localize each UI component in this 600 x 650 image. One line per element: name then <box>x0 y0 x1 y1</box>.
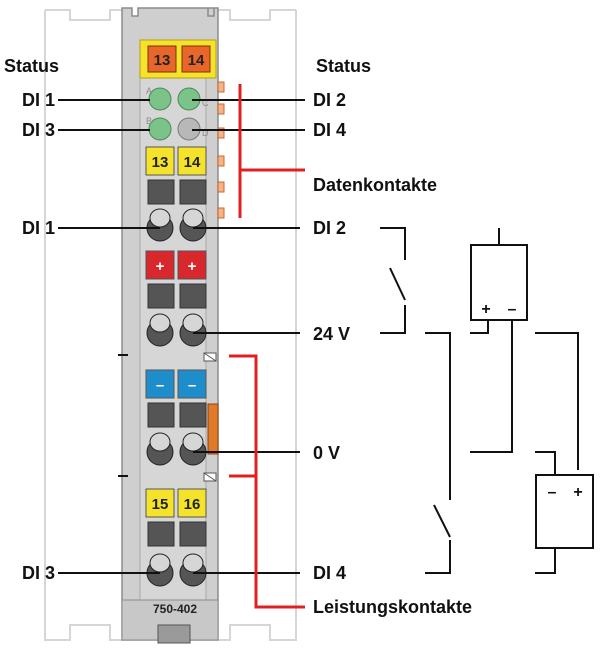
supply-plus: + <box>573 484 582 501</box>
tag-minus-left: – <box>156 377 164 394</box>
datenkontakte-bracket <box>238 84 305 218</box>
din-rail-frame <box>44 9 297 641</box>
power-marker-1-cross <box>203 352 217 362</box>
top-tag-right: 14 <box>188 52 205 69</box>
release-buttons-2 <box>147 283 207 309</box>
tag-row-plus <box>145 250 207 280</box>
sensor-minus: – <box>508 301 517 318</box>
leader-lines <box>58 99 305 574</box>
status-left-label: Status <box>4 56 59 76</box>
top-marker-strip <box>139 39 217 79</box>
datenkontakte-label: Datenkontakte <box>313 175 437 195</box>
release-buttons-3 <box>147 402 207 428</box>
sensor-plus: + <box>481 301 490 318</box>
tag-row-b <box>145 488 207 518</box>
sensor-device <box>470 228 528 321</box>
led-di1 <box>148 87 172 111</box>
led-label-c: C <box>202 98 209 108</box>
power-marker-2-cross <box>203 472 217 482</box>
di1-connector-label: DI 1 <box>22 218 55 238</box>
supply-minus: – <box>548 484 557 501</box>
model-number: 750-402 <box>153 602 197 616</box>
di3-connector-label: DI 3 <box>22 563 55 583</box>
tag-13: 13 <box>152 154 169 171</box>
power-supply-device <box>535 474 594 549</box>
supply-24v-label: 24 V <box>313 324 350 344</box>
data-contacts <box>217 81 225 219</box>
di4-connector-label: DI 4 <box>313 563 346 583</box>
leistungskontakte-label: Leistungskontakte <box>313 597 472 617</box>
status-right-label: Status <box>316 56 371 76</box>
di2-led-label: DI 2 <box>313 90 346 110</box>
tag-plus-right: + <box>188 258 197 275</box>
led-label-d: D <box>202 128 209 138</box>
di3-led-label: DI 3 <box>22 120 55 140</box>
tag-minus-right: – <box>188 377 196 394</box>
status-leds <box>148 87 201 141</box>
terminal-clamps-3 <box>146 432 207 466</box>
tag-16: 16 <box>184 496 201 513</box>
tag-plus-left: + <box>156 258 165 275</box>
leistungskontakte-bracket <box>229 354 305 609</box>
external-circuit <box>380 227 579 574</box>
supply-0v-label: 0 V <box>313 443 340 463</box>
tag-row-minus <box>145 369 207 399</box>
tag-14: 14 <box>184 154 201 171</box>
top-tag-left: 13 <box>154 52 171 69</box>
release-buttons-1 <box>147 179 207 205</box>
di1-led-label: DI 1 <box>22 90 55 110</box>
tag-15: 15 <box>152 496 169 513</box>
release-buttons-4 <box>147 521 207 547</box>
power-contact <box>207 403 219 455</box>
led-label-b: B <box>146 116 152 126</box>
led-di3 <box>148 117 172 141</box>
di2-connector-label: DI 2 <box>313 218 346 238</box>
tag-row-a <box>145 146 207 176</box>
led-label-a: A <box>146 86 152 96</box>
di4-led-label: DI 4 <box>313 120 346 140</box>
